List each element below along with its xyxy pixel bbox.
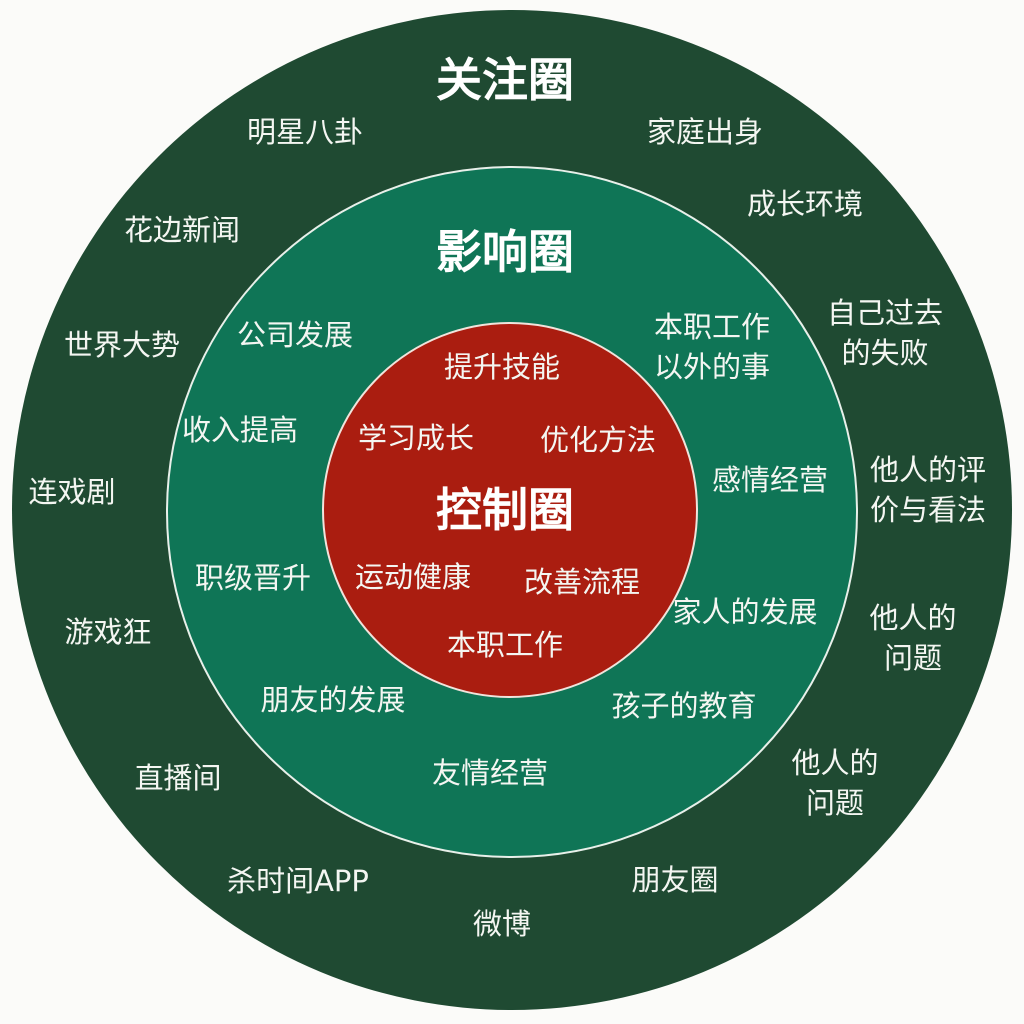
concern-item: 连戏剧 [28, 475, 116, 509]
concern-item: 他人的评 价与看法 [869, 453, 987, 527]
influence-item: 职级晋升 [194, 561, 312, 595]
control-item: 优化方法 [539, 423, 657, 457]
influence-item: 友情经营 [431, 756, 549, 790]
control-item: 运动健康 [354, 560, 472, 594]
control-item: 学习成长 [357, 421, 475, 455]
concern-item: 微博 [472, 907, 532, 941]
control-circle [322, 322, 698, 698]
control-item: 本职工作 [446, 628, 564, 662]
control-item: 提升技能 [443, 350, 561, 384]
influence-item: 收入提高 [181, 413, 299, 447]
concern-item: 杀时间APP [227, 864, 369, 898]
influence-item: 感情经营 [711, 463, 829, 497]
concern-circle-title: 关注圈 [436, 53, 574, 107]
concern-item: 花边新闻 [123, 213, 241, 247]
concern-item: 自己过去 的失败 [826, 296, 944, 370]
influence-item: 孩子的教育 [611, 689, 757, 723]
concern-item: 世界大势 [63, 328, 181, 362]
concern-item: 家庭出身 [646, 115, 764, 149]
concern-item: 朋友圈 [631, 863, 719, 897]
concern-item: 直播间 [134, 761, 222, 795]
influence-item: 家人的发展 [672, 595, 818, 629]
influence-item: 朋友的发展 [260, 683, 406, 717]
concern-item: 他人的 问题 [791, 746, 879, 820]
influence-item: 公司发展 [236, 318, 354, 352]
concern-item: 他人的 问题 [869, 601, 957, 675]
concern-item: 成长环境 [746, 187, 864, 221]
control-circle-title: 控制圈 [436, 483, 574, 537]
influence-circle-title: 影响圈 [436, 225, 574, 279]
concern-item: 游戏狂 [64, 615, 152, 649]
control-item: 改善流程 [523, 565, 641, 599]
influence-item: 本职工作 以外的事 [653, 310, 771, 384]
concern-item: 明星八卦 [246, 115, 364, 149]
